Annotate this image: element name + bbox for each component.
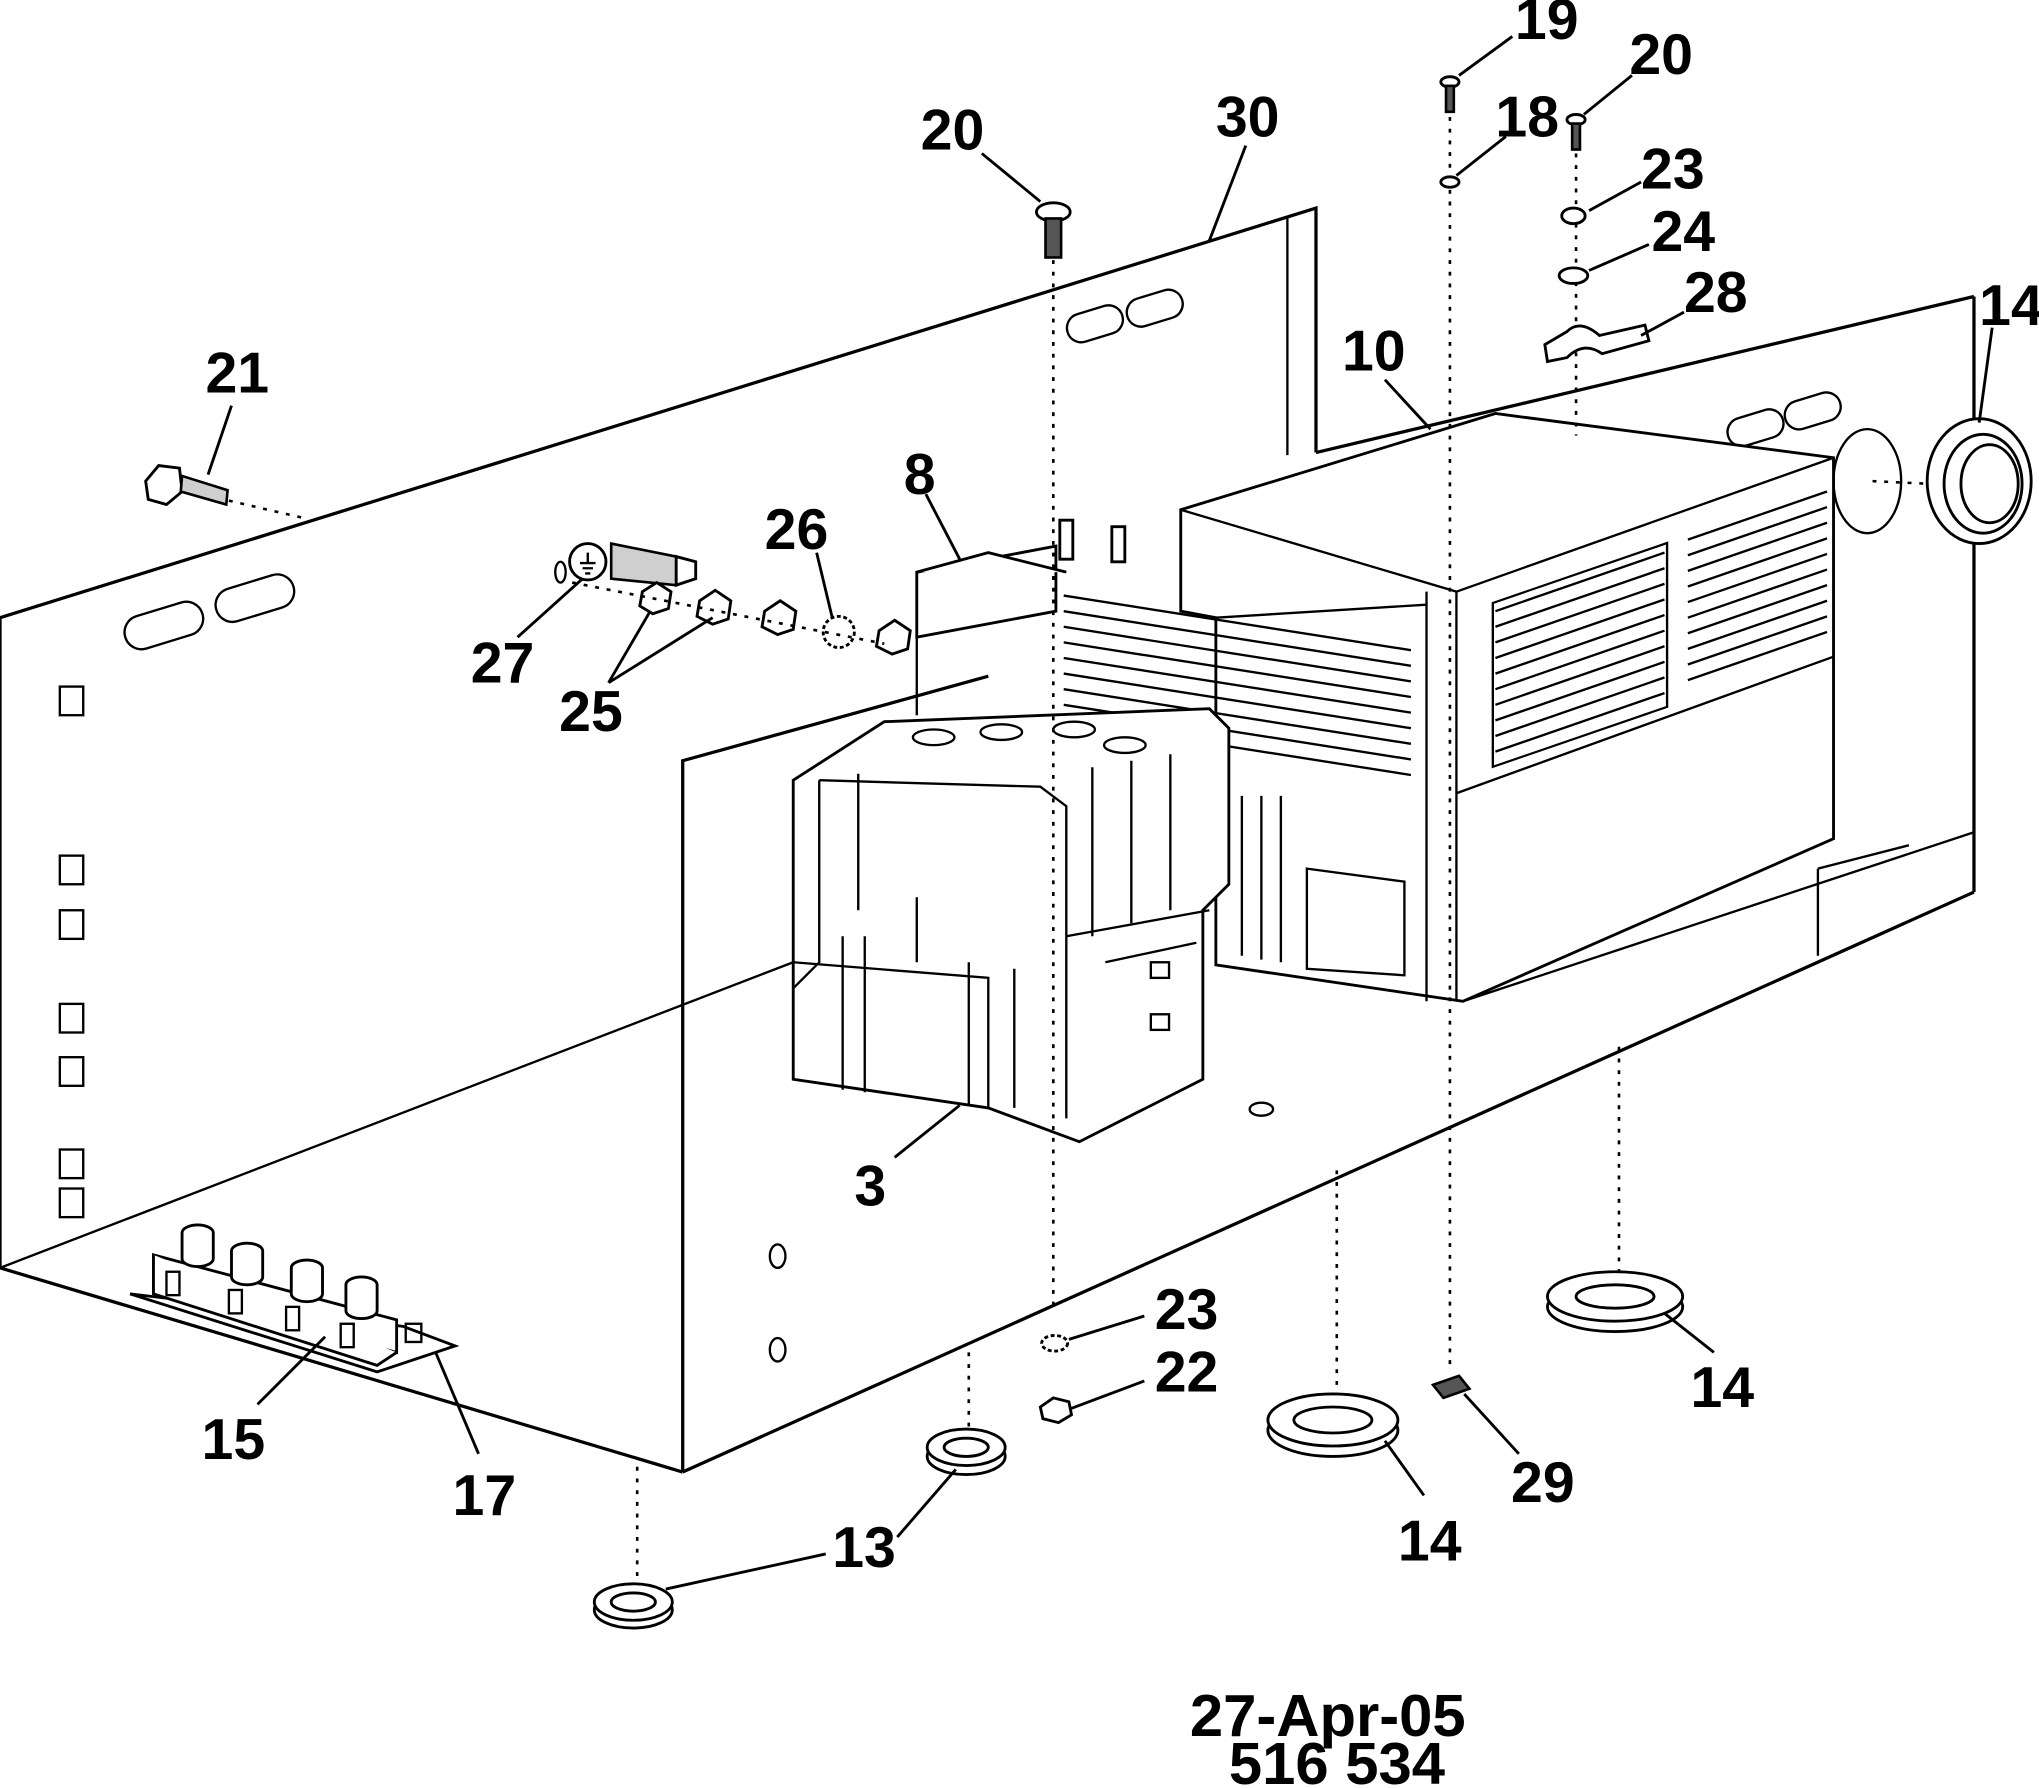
callout-8: 8 [904,443,936,507]
callout-21: 21 [205,342,269,406]
callout-20-right: 20 [1629,23,1693,87]
bushing-14-right [1546,1270,1685,1334]
callout-14-right: 14 [1690,1356,1754,1420]
leader-lines [206,35,1994,1591]
contactor [791,707,1231,1144]
terminal-strip [129,1223,460,1374]
grommet-14-side [1925,417,2033,545]
callout-28: 28 [1684,261,1748,325]
callout-18: 18 [1495,86,1559,150]
callout-26: 26 [765,498,829,562]
bushing-14-center [1266,1392,1400,1458]
mounting-bracket [915,518,1127,716]
vent-slats-front [1063,594,1412,777]
drawing-date: 27-Apr-05 [1190,1682,1466,1749]
screw-20-right [1565,113,1587,151]
callout-25: 25 [559,680,623,744]
enclosure-panel [0,205,1976,1474]
screw-19 [1439,75,1461,114]
clamp-28 [1543,323,1651,364]
callout-22: 22 [1155,1340,1219,1404]
lockwasher-23-bottom [1040,1334,1070,1353]
callout-10: 10 [1342,320,1406,384]
callout-17: 17 [453,1464,517,1528]
callout-20-center: 20 [921,99,985,163]
callout-labels: 19 20 20 30 18 23 24 28 14 10 21 8 26 27… [202,0,2039,1580]
callout-15: 15 [202,1408,266,1472]
callout-23-top: 23 [1641,138,1705,202]
callout-23-bottom: 23 [1155,1278,1219,1342]
drawing-number: 516 534 [1229,1730,1445,1788]
bushing-13-b [925,1427,1007,1477]
callout-14-center: 14 [1398,1509,1462,1573]
washer-24 [1557,266,1590,285]
callout-30: 30 [1216,86,1280,150]
callout-3: 3 [854,1154,886,1218]
callout-24: 24 [1651,200,1715,264]
callout-27: 27 [471,632,535,696]
clip-29 [1430,1374,1472,1400]
washer-23-top [1560,206,1587,226]
vent-slats-right [1491,490,1828,769]
nut-22 [1038,1396,1074,1425]
callout-29: 29 [1511,1451,1575,1515]
callout-19: 19 [1515,0,1579,52]
callout-14-side: 14 [1979,274,2039,338]
bolt-21 [144,464,229,507]
transformer [1063,412,1835,1003]
callout-13: 13 [832,1516,896,1580]
drawing-footer: 27-Apr-05 516 534 [1190,1682,1466,1788]
bushing-13-a [592,1582,674,1630]
hardware-ground [554,541,912,656]
washer-18 [1439,175,1461,189]
screw-20-center [1034,201,1072,259]
